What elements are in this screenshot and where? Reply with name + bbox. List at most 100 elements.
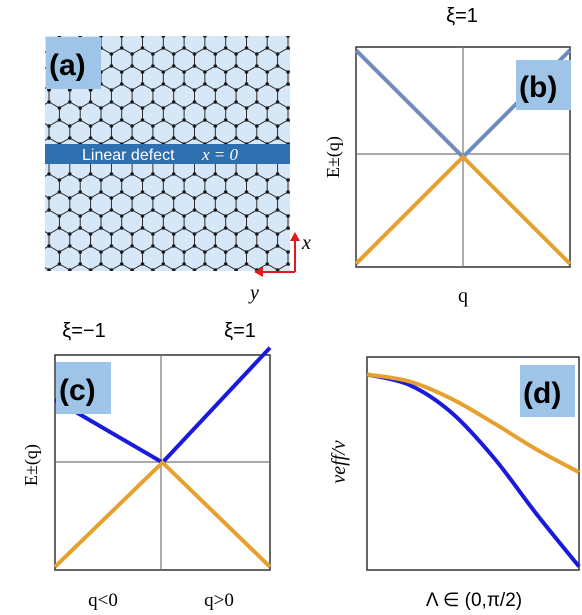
lattice-atom [328,322,332,326]
lattice-atom [99,214,103,218]
lattice-atom [47,340,51,344]
lattice-atom [265,70,270,74]
lattice-atom [141,334,145,338]
lattice-atom [317,16,321,20]
lattice-atom [297,232,301,236]
lattice-atom [37,190,41,194]
lattice-atom [265,118,270,122]
lattice-atom [78,214,82,218]
lattice-atom [244,118,249,122]
lattice-atom [109,124,114,128]
lattice-atom [151,28,155,32]
lattice-atom [213,124,218,128]
lattice-atom [26,172,30,176]
lattice-atom [203,106,207,110]
lattice-atom [161,250,166,254]
lattice-atom [203,262,207,266]
lattice-atom [328,214,332,218]
lattice-atom [37,154,41,158]
lattice-atom [265,36,269,38]
lattice-atom [120,286,124,290]
lattice-atom [99,178,103,182]
lattice-atom [161,214,166,218]
lattice-atom [192,136,197,140]
lattice-atom [307,118,311,122]
lattice-atom [214,316,218,320]
panel-d-xlabel: Λ ∈ (0,π/2) [426,590,522,611]
lattice-atom [120,322,124,326]
lattice-atom [192,88,197,92]
lattice-atom [58,334,62,338]
lattice-atom [234,100,238,104]
lattice-atom [286,178,290,182]
lattice-atom [161,70,166,74]
lattice-atom [328,394,332,398]
lattice-atom [162,322,166,326]
panel-c-title-left: ξ=−1 [62,320,105,342]
lattice-atom [99,106,103,110]
lattice-atom [276,304,280,308]
lattice-atom [317,304,321,308]
lattice-atom [213,268,218,271]
lattice-atom [151,136,155,140]
lattice-atom [172,280,176,284]
lattice-atom [297,316,301,320]
lattice-atom [88,136,93,140]
lattice-atom [151,340,155,344]
lattice-atom [89,28,93,32]
lattice-atom [203,10,207,14]
lattice-atom [317,352,321,356]
lattice-atom [47,196,51,200]
linear-defect-band [45,144,290,164]
lattice-atom [89,280,93,284]
lattice-atom [109,52,114,56]
lattice-atom [109,196,114,200]
lattice-atom [37,106,41,110]
lattice-atom [57,262,62,266]
lattice-atom [223,36,228,38]
badge-c-background [56,362,111,414]
lattice-atom [151,316,155,320]
lattice-atom [234,28,238,32]
lattice-atom [26,208,30,212]
lattice-atom [265,46,270,50]
lattice-atom [338,388,342,392]
lattice-atom [286,250,290,254]
lattice-atom [140,118,145,122]
lattice-atom [26,268,30,272]
lattice-atom [265,286,269,290]
lattice-atom [140,250,145,254]
lattice-atom [307,214,311,218]
lattice-atom [338,16,342,20]
lattice-atom [172,340,176,344]
lattice-atom [265,298,269,302]
lattice-atom [68,124,72,128]
lattice-atom [317,64,321,68]
lattice-atom [161,46,166,50]
lattice-atom [224,286,228,290]
lattice-atom [16,70,20,74]
lattice-atom [328,370,332,374]
lattice-atom [47,28,51,32]
defect-label: Linear defect [82,147,175,164]
lattice-atom [16,250,20,254]
lattice-atom [172,28,176,32]
lattice-atom [297,268,301,272]
lattice-atom [244,262,249,266]
lattice-atom [68,16,72,20]
lattice-atom [161,178,166,182]
lattice-atom [317,160,321,164]
lattice-atom [47,268,51,271]
lattice-atom [265,106,270,110]
lattice-atom [37,298,41,302]
lattice-atom [47,208,51,212]
lattice-atom [203,226,207,230]
lattice-atom [254,196,259,200]
lattice-atom [234,52,238,56]
lattice-atom [47,280,51,284]
lattice-atom [245,286,249,290]
lattice-atom [275,232,280,236]
lattice-atom [68,88,72,92]
lattice-atom [16,190,20,194]
lattice-atom [328,298,332,302]
